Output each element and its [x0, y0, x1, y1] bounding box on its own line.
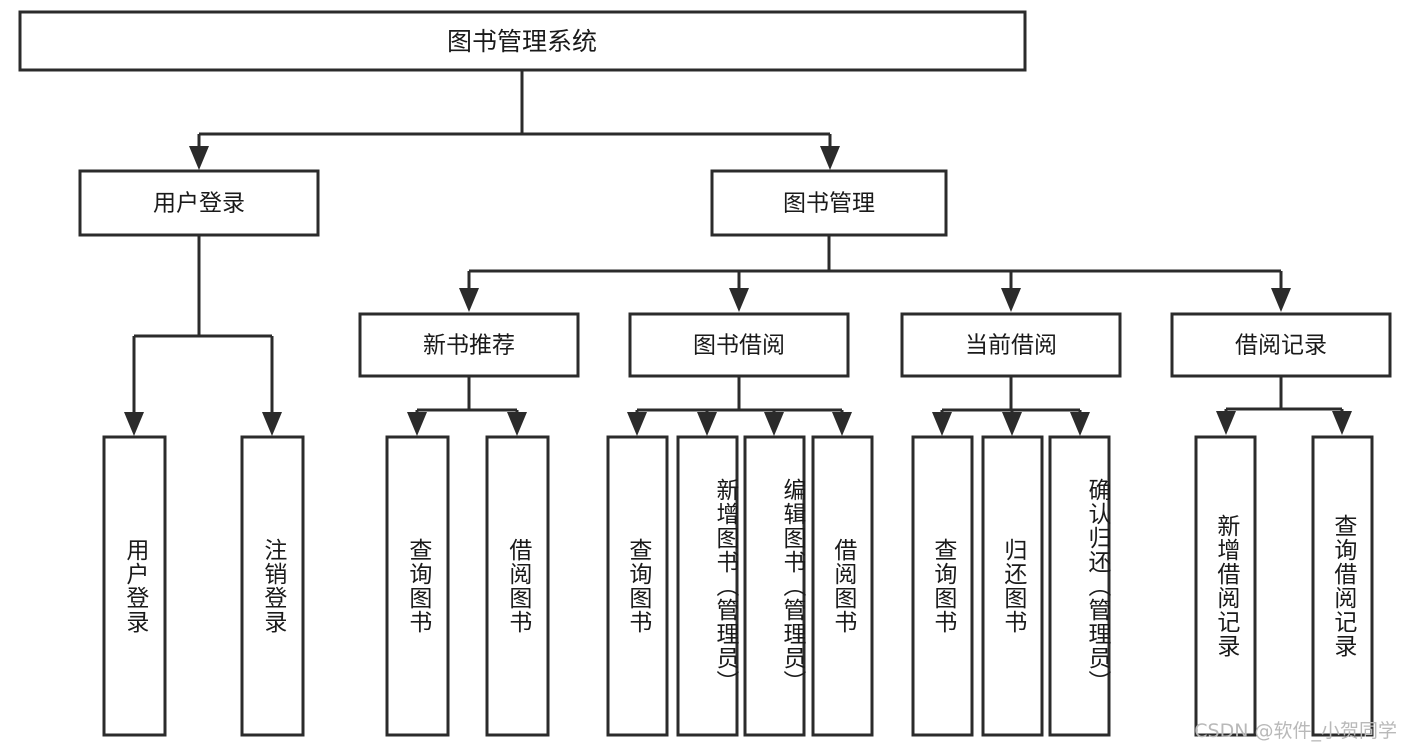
leaf-box-query-book-new[interactable]	[385, 435, 450, 737]
node-borrow-records-label: 借阅记录	[1235, 333, 1327, 359]
connector-newbook-to-leaves	[407, 376, 527, 436]
leaf-box-add-record[interactable]	[1194, 435, 1257, 737]
leaf-box-query-record[interactable]	[1311, 435, 1374, 737]
node-user-login[interactable]: 用户登录	[78, 169, 320, 237]
connector-userlogin-to-leaves	[124, 235, 282, 436]
connector-bookmanage-to-level3	[459, 235, 1291, 312]
node-current-borrow[interactable]: 当前借阅	[900, 312, 1122, 378]
leaf-box-user-login[interactable]	[102, 435, 167, 737]
node-user-login-label: 用户登录	[153, 191, 245, 217]
node-current-borrow-label: 当前借阅	[965, 333, 1057, 359]
leaf-box-add-book[interactable]	[676, 435, 739, 737]
node-new-book-rec[interactable]: 新书推荐	[358, 312, 580, 378]
leaf-box-edit-book[interactable]	[743, 435, 806, 737]
node-borrow-records[interactable]: 借阅记录	[1170, 312, 1392, 378]
connector-currentborrow-to-leaves	[932, 376, 1090, 436]
node-book-borrow-label: 图书借阅	[693, 333, 785, 359]
leaf-box-confirm-return[interactable]	[1048, 435, 1111, 737]
node-book-manage-label: 图书管理	[783, 191, 875, 217]
leaf-box-borrow-book-br[interactable]	[811, 435, 874, 737]
leaf-box-query-book-cur[interactable]	[911, 435, 974, 737]
leaf-box-borrow-book-new[interactable]	[485, 435, 550, 737]
node-root[interactable]: 图书管理系统	[18, 10, 1027, 72]
node-book-borrow[interactable]: 图书借阅	[628, 312, 850, 378]
leaf-box-query-book-br[interactable]	[606, 435, 669, 737]
connector-borrowrecords-to-leaves	[1216, 376, 1352, 435]
leaf-box-logout[interactable]	[240, 435, 305, 737]
node-root-label: 图书管理系统	[447, 27, 597, 56]
node-book-manage[interactable]: 图书管理	[710, 169, 948, 237]
connector-bookborrow-to-leaves	[627, 376, 852, 436]
connector-root-to-level2	[189, 70, 840, 170]
csdn-watermark: CSDN @软件_小贺同学	[1194, 720, 1397, 742]
node-new-book-rec-label: 新书推荐	[423, 333, 515, 359]
leaf-box-return-book[interactable]	[981, 435, 1044, 737]
